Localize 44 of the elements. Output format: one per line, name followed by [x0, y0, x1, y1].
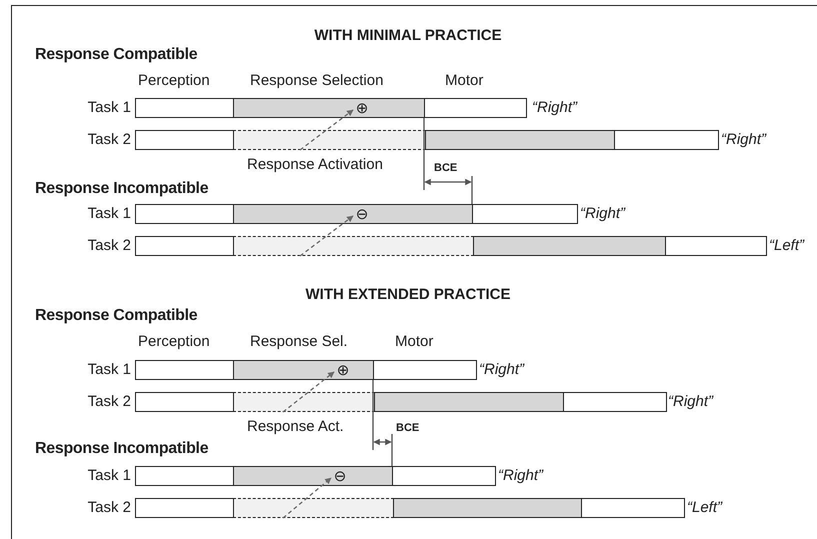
- task-label: Task 1: [88, 98, 131, 118]
- task-label: Task 2: [88, 498, 131, 518]
- response-label: “Right”: [721, 130, 766, 150]
- response-label: “Right”: [532, 98, 578, 118]
- task-label: Task 1: [88, 204, 131, 224]
- condition-heading: Response Compatible: [35, 45, 198, 65]
- operator-sign: ⊕: [335, 361, 351, 379]
- stage-label: Perception: [138, 71, 210, 91]
- response-label: “Right”: [580, 204, 626, 224]
- response-label: “Left”: [769, 236, 804, 256]
- response-label: “Right”: [479, 360, 524, 380]
- waiting-segment: [233, 130, 426, 150]
- task-label: Task 1: [88, 360, 131, 380]
- task-label: Task 2: [88, 392, 131, 412]
- operator-sign: ⊖: [354, 205, 370, 223]
- condition-heading: Response Compatible: [35, 306, 198, 326]
- arrow: [282, 371, 334, 413]
- stage-label: Motor: [445, 71, 484, 91]
- operator-sign: ⊖: [332, 467, 348, 485]
- operator-sign: ⊕: [354, 99, 370, 117]
- waiting-segment: [233, 392, 374, 412]
- bce-label: BCE: [396, 421, 420, 436]
- response-label: “Right”: [668, 392, 714, 412]
- arrow: [282, 478, 332, 518]
- response-label: “Left”: [687, 498, 722, 518]
- task-label: Task 1: [88, 466, 131, 486]
- section-heading: WITH EXTENDED PRACTICE: [306, 285, 510, 305]
- task-label: Task 2: [88, 130, 131, 150]
- stage-label: Response Selection: [250, 71, 384, 91]
- task-label: Task 2: [88, 236, 131, 256]
- arrow: [300, 215, 354, 257]
- condition-heading: Response Incompatible: [35, 439, 208, 459]
- stage-label: Response Activation: [247, 155, 383, 175]
- response-label: “Right”: [498, 466, 544, 486]
- waiting-segment: [233, 498, 394, 518]
- stage-label: Response Sel.: [250, 332, 348, 352]
- arrow: [300, 109, 354, 151]
- stage-label: Response Act.: [247, 417, 344, 437]
- condition-heading: Response Incompatible: [35, 179, 208, 199]
- waiting-segment: [233, 236, 474, 256]
- stage-label: Motor: [395, 332, 434, 352]
- bce-label: BCE: [434, 161, 458, 176]
- stage-label: Perception: [138, 332, 210, 352]
- section-heading: WITH MINIMAL PRACTICE: [314, 26, 502, 46]
